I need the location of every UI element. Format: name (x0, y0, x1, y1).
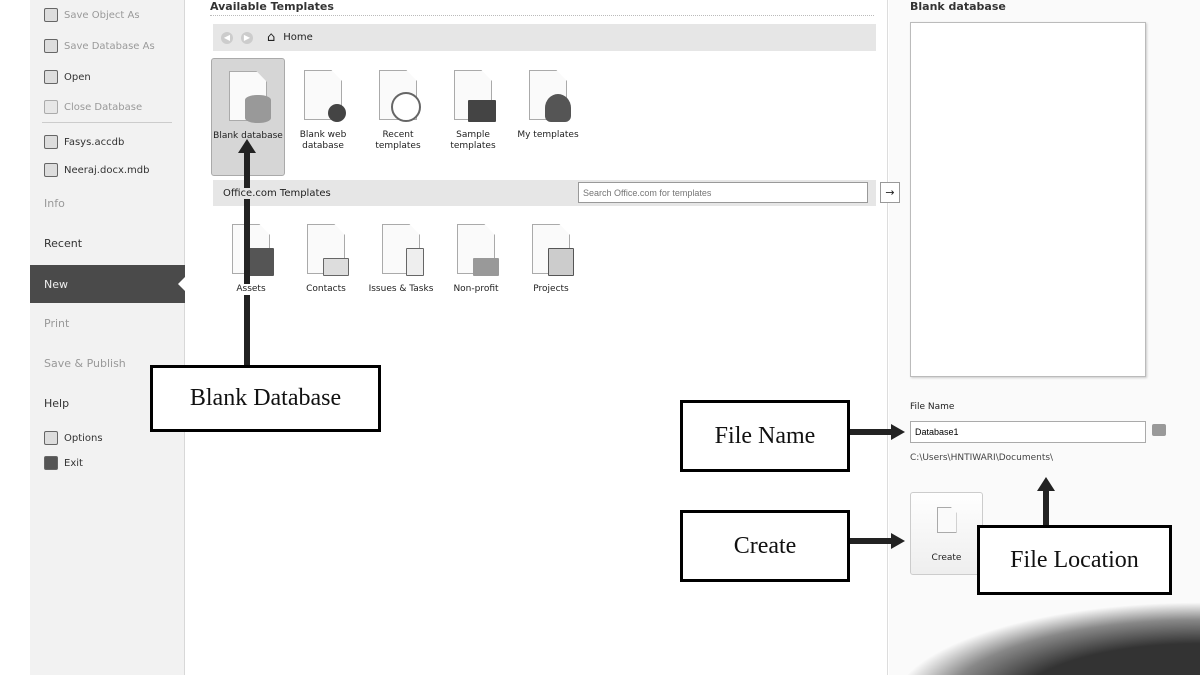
person-icon (523, 58, 573, 128)
file-location-path: C:\Users\HNTIWARI\Documents\ (910, 453, 1054, 463)
annotation-arrow (244, 150, 250, 366)
template-preview (910, 22, 1146, 377)
exit-item[interactable]: Exit (30, 450, 185, 476)
pane-title: Blank database (910, 0, 1006, 13)
checklist-icon (376, 212, 426, 282)
access-file-icon (44, 135, 58, 149)
close-database-item[interactable]: Close Database (30, 94, 185, 120)
annotation-arrowhead (1037, 468, 1055, 491)
envelope-icon (451, 212, 501, 282)
monitor-icon (226, 212, 276, 282)
back-icon[interactable]: ◀ (221, 31, 233, 44)
template-nav-bar: ◀ ▶ ⌂ Home (213, 24, 876, 51)
calendar-icon (526, 212, 576, 282)
clock-icon (373, 58, 423, 128)
template-non-profit[interactable]: Non-profit (439, 212, 513, 330)
template-issues-tasks[interactable]: Issues & Tasks (364, 212, 438, 330)
annotation-file-name: File Name (680, 400, 850, 472)
annotation-arrowhead (238, 130, 256, 153)
annotation-arrowhead (891, 424, 913, 440)
sidebar-item-recent[interactable]: Recent (44, 236, 83, 250)
annotation-create: Create (680, 510, 850, 582)
template-blank-web-database[interactable]: Blank web database (286, 58, 360, 176)
annotation-arrow (850, 429, 892, 435)
save-database-as-item[interactable]: Save Database As (30, 33, 185, 59)
sidebar-item-save-publish[interactable]: Save & Publish (44, 356, 126, 370)
document-icon (936, 507, 957, 533)
open-item[interactable]: Open (30, 64, 185, 90)
forward-icon[interactable]: ▶ (241, 31, 253, 44)
exit-icon (44, 456, 58, 470)
save-object-icon (44, 8, 58, 22)
home-link[interactable]: Home (283, 32, 313, 43)
browse-folder-icon[interactable] (1152, 424, 1166, 436)
sidebar-item-help[interactable]: Help (44, 396, 70, 410)
annotation-arrowhead (891, 533, 913, 549)
decorative-swoosh (870, 595, 1200, 675)
annotation-arrow (850, 538, 892, 544)
open-folder-icon (44, 70, 58, 84)
divider (42, 122, 172, 123)
annotation-file-location: File Location (977, 525, 1172, 595)
access-file-icon (44, 163, 58, 177)
contact-card-icon (301, 212, 351, 282)
sidebar-item-new[interactable]: New (30, 265, 185, 303)
office-templates-bar: Office.com Templates → (213, 180, 900, 206)
backstage-sidebar: Save Object As Save Database As Open Clo… (30, 0, 185, 675)
divider (210, 15, 874, 16)
sidebar-item-info[interactable]: Info (44, 196, 65, 210)
save-object-as-item[interactable]: Save Object As (30, 2, 185, 28)
blank-database-icon (223, 59, 273, 129)
options-icon (44, 431, 58, 445)
search-go-button[interactable]: → (880, 182, 900, 203)
save-database-icon (44, 39, 58, 53)
web-database-icon (298, 58, 348, 128)
options-item[interactable]: Options (30, 425, 185, 451)
home-icon[interactable]: ⌂ (267, 30, 276, 45)
template-sample[interactable]: Sample templates (436, 58, 510, 176)
close-database-icon (44, 100, 58, 114)
available-templates-heading: Available Templates (210, 0, 334, 13)
template-contacts[interactable]: Contacts (289, 212, 363, 330)
sidebar-item-print[interactable]: Print (44, 316, 70, 330)
annotation-blank-database: Blank Database (150, 365, 381, 432)
recent-file-item[interactable]: Neeraj.docx.mdb (30, 157, 185, 183)
file-name-input[interactable] (910, 421, 1146, 443)
template-projects[interactable]: Projects (514, 212, 588, 330)
template-recent[interactable]: Recent templates (361, 58, 435, 176)
file-name-label: File Name (910, 402, 955, 412)
office-search-input[interactable] (578, 182, 868, 203)
create-button[interactable]: Create (910, 492, 983, 575)
computer-icon (448, 58, 498, 128)
template-my-templates[interactable]: My templates (511, 58, 585, 176)
template-assets[interactable]: Assets (214, 212, 288, 330)
annotation-arrow (1043, 488, 1049, 528)
office-templates-heading: Office.com Templates (221, 187, 333, 199)
recent-file-item[interactable]: Fasys.accdb (30, 129, 185, 155)
